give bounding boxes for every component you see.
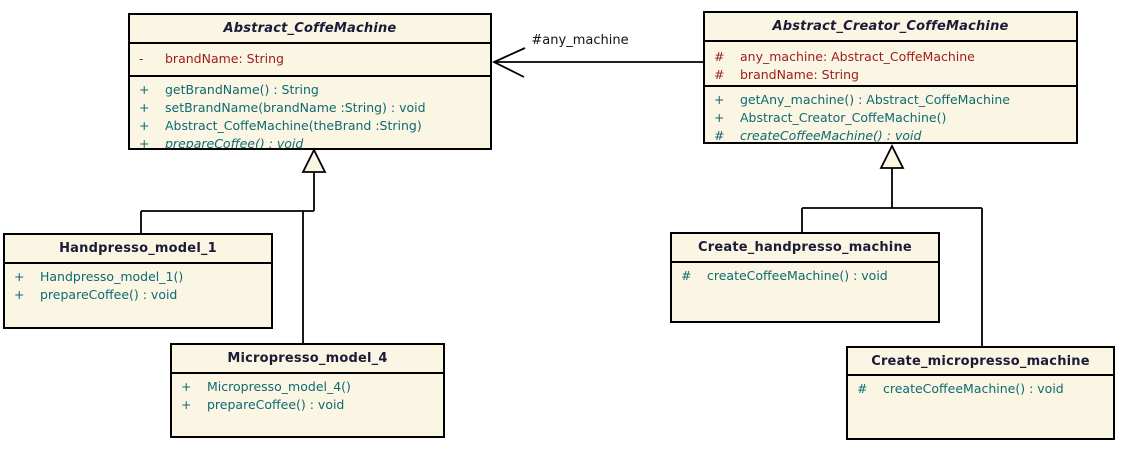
attribute-row: # any_machine: Abstract_CoffeMachine [714, 49, 975, 64]
class-create-micropresso-machine[interactable]: Create_micropresso_machine # createCoffe… [846, 346, 1115, 440]
association-label: #any_machine [531, 33, 629, 48]
method-row: + getBrandName() : String [139, 82, 319, 97]
methods-compartment: + Micropresso_model_4() + prepareCoffee(… [172, 374, 443, 436]
inheritance-triangle-icon [301, 147, 327, 173]
class-abstract-creator-coffemachine[interactable]: Abstract_Creator_CoffeMachine # any_mach… [703, 11, 1078, 144]
generalization-left-edge[interactable] [140, 147, 327, 343]
class-title: Abstract_CoffeMachine [130, 15, 490, 44]
class-title: Create_handpresso_machine [672, 234, 938, 263]
methods-compartment: + getBrandName() : String + setBrandName… [130, 77, 490, 148]
class-title: Abstract_Creator_CoffeMachine [705, 13, 1076, 42]
class-title: Micropresso_model_4 [172, 345, 443, 374]
method-row: + prepareCoffee() : void [14, 287, 178, 302]
method-row: + setBrandName(brandName :String) : void [139, 100, 426, 115]
method-row: + Abstract_Creator_CoffeMachine() [714, 110, 947, 125]
method-row: # createCoffeeMachine() : void [857, 381, 1064, 396]
class-micropresso-model-4[interactable]: Micropresso_model_4 + Micropresso_model_… [170, 343, 445, 438]
methods-compartment: # createCoffeeMachine() : void [848, 376, 1113, 438]
attributes-compartment: # any_machine: Abstract_CoffeMachine # b… [705, 42, 1076, 87]
method-row: + Handpresso_model_1() [14, 269, 184, 284]
methods-compartment: + getAny_machine() : Abstract_CoffeMachi… [705, 87, 1076, 142]
class-title: Handpresso_model_1 [5, 235, 271, 264]
methods-compartment: # createCoffeeMachine() : void [672, 263, 938, 321]
method-row: + getAny_machine() : Abstract_CoffeMachi… [714, 92, 1011, 107]
generalization-right-edge[interactable] [801, 143, 983, 346]
method-row: + Abstract_CoffeMachine(theBrand :String… [139, 118, 422, 133]
association-any-machine-edge[interactable] [491, 47, 703, 78]
methods-compartment: + Handpresso_model_1() + prepareCoffee()… [5, 264, 271, 327]
method-row: # createCoffeeMachine() : void [681, 268, 888, 283]
open-arrowhead-icon [491, 47, 526, 78]
class-abstract-coffemachine[interactable]: Abstract_CoffeMachine - brandName: Strin… [128, 13, 492, 150]
attribute-row: # brandName: String [714, 67, 859, 82]
method-row: + Micropresso_model_4() [181, 379, 351, 394]
class-create-handpresso-machine[interactable]: Create_handpresso_machine # createCoffee… [670, 232, 940, 323]
inheritance-triangle-icon [879, 143, 905, 169]
attribute-row: - brandName: String [139, 51, 284, 66]
attributes-compartment: - brandName: String [130, 44, 490, 77]
class-handpresso-model-1[interactable]: Handpresso_model_1 + Handpresso_model_1(… [3, 233, 273, 329]
class-title: Create_micropresso_machine [848, 348, 1113, 376]
method-row: + prepareCoffee() : void [139, 136, 304, 148]
method-row: # createCoffeeMachine() : void [714, 128, 922, 142]
method-row: + prepareCoffee() : void [181, 397, 345, 412]
